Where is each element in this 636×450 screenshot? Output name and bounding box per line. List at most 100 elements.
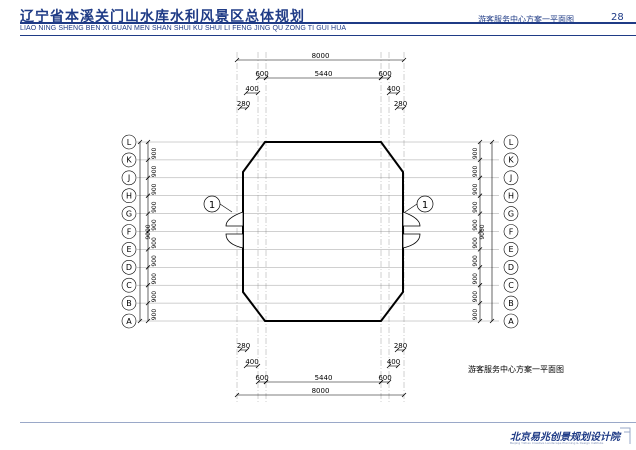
top-step1-left-dim-tick — [243, 90, 249, 96]
grid-label-right-E: E — [508, 245, 513, 254]
top-step2-right-dim-label: 280 — [394, 100, 407, 108]
overall-depth-tick — [489, 318, 495, 324]
row-dimension-tick — [145, 139, 151, 145]
bottom-step1-right-dim-label: 400 — [387, 358, 400, 366]
grid-bubble-left-K — [121, 152, 137, 168]
grid-label-left-B: B — [126, 299, 132, 308]
grid-label-left-D: D — [126, 263, 132, 272]
bottom-total-dim-tick — [401, 392, 407, 398]
grid-label-right-D: D — [508, 263, 514, 272]
row-spacing-label: 900 — [151, 291, 158, 303]
row-dimension-tick — [477, 318, 483, 324]
grid-bubble-left-G — [121, 206, 137, 221]
top-step2-left-dim-tick — [237, 105, 243, 111]
top-step1-left-dim-label: 400 — [245, 85, 258, 93]
grid-label-right-C: C — [508, 281, 514, 290]
row-dimension-tick — [145, 265, 151, 270]
grid-label-right-B: B — [508, 299, 514, 308]
grid-bubble-left-F — [121, 224, 137, 239]
grid-bubble-left-D — [121, 259, 137, 275]
grid-bubble-right-C — [503, 277, 519, 293]
row-dimension-tick — [145, 247, 151, 252]
page-number: 28 — [611, 12, 624, 23]
row-spacing-label: 900 — [151, 219, 158, 231]
grid-bubble-right-H — [503, 188, 519, 203]
sheet-name: 游客服务中心方案一平面图 — [478, 15, 574, 24]
grid-label-right-A: A — [508, 317, 514, 326]
top-step1-right-dim-tick — [395, 90, 401, 96]
overall-depth-label-left: 9000 — [145, 224, 152, 239]
row-dimension-tick — [477, 139, 483, 145]
bottom-step2-left-dim-tick — [237, 347, 243, 353]
grid-bubble-left-B — [121, 295, 137, 311]
studio-logo-text: 北京易兆创景规划设计院 — [510, 432, 620, 443]
row-dimension-tick — [477, 193, 483, 198]
section-marker-left-leader — [219, 203, 233, 213]
bottom-side-right-dim-tick — [378, 379, 384, 385]
top-side-right-dim-tick — [386, 75, 392, 81]
row-dimension-tick — [145, 229, 151, 234]
row-spacing-label: 900 — [151, 255, 158, 267]
grid-bubble-right-G — [503, 206, 519, 221]
bottom-step2-left-dim-label: 280 — [237, 342, 250, 350]
row-spacing-label: 900 — [151, 309, 158, 321]
row-dimension-tick — [145, 211, 151, 216]
bottom-step1-left-dim-label: 400 — [245, 358, 258, 366]
section-marker-right-label: 1 — [422, 200, 428, 211]
row-dimension-tick — [477, 175, 483, 181]
bottom-step2-right-dim-tick — [401, 347, 407, 353]
bottom-step1-right-dim-tick — [395, 363, 401, 369]
project-title: 辽宁省本溪关门山水库水利风景区总体规划 — [20, 9, 305, 25]
studio-subtitle: Beijing Yizhao Creative Landscape Planni… — [510, 441, 604, 445]
grid-bubble-right-K — [503, 152, 519, 168]
top-side-right-dim-label: 600 — [378, 70, 391, 78]
drawing-caption: 游客服务中心方案一平面图 — [468, 365, 564, 374]
grid-label-left-A: A — [126, 317, 132, 326]
west-entrance-lower — [225, 233, 244, 249]
grid-label-right-L: L — [509, 138, 514, 147]
row-spacing-label: 900 — [151, 237, 158, 249]
top-inner-dim-label: 5440 — [315, 70, 333, 78]
top-side-right-dim-tick — [378, 75, 384, 81]
top-side-left-dim-tick — [263, 75, 269, 81]
grid-bubble-left-E — [121, 242, 137, 257]
bottom-side-left-dim-tick — [255, 379, 261, 385]
row-dimension-tick — [145, 175, 151, 181]
top-total-dim-label: 8000 — [312, 52, 330, 60]
top-side-left-dim-label: 600 — [255, 70, 268, 78]
header-rule-bottom — [20, 35, 636, 36]
grid-bubble-right-F — [503, 224, 519, 239]
grid-bubble-left-A — [121, 313, 137, 329]
row-dimension-tick — [477, 229, 483, 234]
grid-bubble-right-D — [503, 259, 519, 275]
bottom-step1-right-dim-tick — [386, 363, 392, 369]
bottom-step1-left-dim-tick — [255, 363, 261, 369]
row-spacing-label: 900 — [151, 183, 158, 195]
overall-depth-tick — [489, 139, 495, 145]
grid-label-left-E: E — [126, 245, 131, 254]
row-dimension-tick — [145, 193, 151, 198]
row-dimension-tick — [145, 318, 151, 324]
grid-label-right-F: F — [509, 227, 514, 236]
grid-label-left-C: C — [126, 281, 132, 290]
grid-label-left-K: K — [126, 156, 132, 165]
row-spacing-label: 900 — [472, 273, 479, 285]
row-spacing-label: 900 — [472, 291, 479, 303]
grid-label-left-H: H — [126, 192, 132, 201]
row-spacing-label: 900 — [151, 165, 158, 177]
header-rule-top — [20, 22, 636, 24]
row-spacing-label: 900 — [151, 273, 158, 285]
project-subtitle-pinyin: LIAO NING SHENG BEN XI GUAN MEN SHAN SHU… — [20, 25, 347, 32]
bottom-total-dim-tick — [234, 392, 240, 398]
top-side-left-dim-tick — [255, 75, 261, 81]
grid-label-left-L: L — [127, 138, 132, 147]
grid-bubble-right-A — [503, 313, 519, 329]
row-spacing-label: 900 — [472, 219, 479, 231]
grid-bubble-right-L — [503, 134, 519, 150]
top-step2-right-dim-tick — [394, 105, 400, 111]
bottom-side-left-dim-tick — [263, 379, 269, 385]
row-dimension-tick — [477, 265, 483, 270]
row-dimension-tick — [477, 300, 483, 306]
